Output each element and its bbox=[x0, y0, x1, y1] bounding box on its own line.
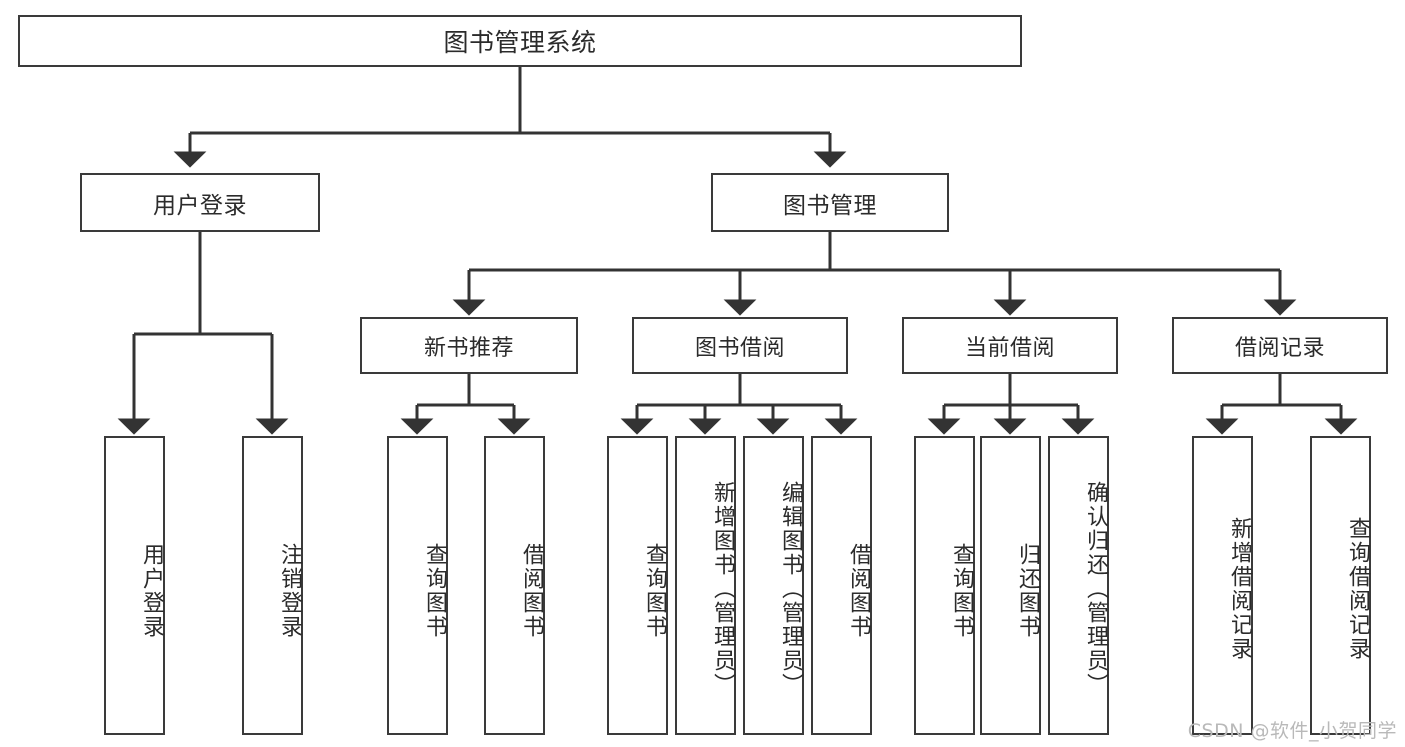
leaf-current-borrow-return[interactable]: 归还图书 bbox=[980, 436, 1041, 735]
leaf-new-book-borrow[interactable]: 借阅图书 bbox=[484, 436, 545, 735]
node-borrow-record[interactable]: 借阅记录 bbox=[1172, 317, 1388, 374]
leaf-current-borrow-confirm-return[interactable]: 确认归还（管理员） bbox=[1048, 436, 1109, 735]
leaf-borrow-record-query[interactable]: 查询借阅记录 bbox=[1310, 436, 1371, 735]
node-label: 新增图书（管理员） bbox=[710, 480, 735, 697]
leaf-new-book-query[interactable]: 查询图书 bbox=[387, 436, 448, 735]
leaf-user-login-login[interactable]: 用户登录 bbox=[104, 436, 165, 735]
node-label: 借阅图书 bbox=[846, 542, 871, 639]
leaf-book-borrow-edit[interactable]: 编辑图书（管理员） bbox=[743, 436, 804, 735]
node-label: 查询图书 bbox=[949, 542, 974, 639]
node-label: 新增借阅记录 bbox=[1227, 516, 1252, 661]
node-label: 新书推荐 bbox=[423, 335, 514, 361]
node-book-borrow[interactable]: 图书借阅 bbox=[632, 317, 848, 374]
node-book-management[interactable]: 图书管理 bbox=[711, 173, 949, 232]
node-current-borrow[interactable]: 当前借阅 bbox=[902, 317, 1118, 374]
leaf-borrow-record-add[interactable]: 新增借阅记录 bbox=[1192, 436, 1253, 735]
node-label: 图书管理系统 bbox=[443, 28, 597, 57]
node-label: 编辑图书（管理员） bbox=[778, 480, 803, 697]
leaf-book-borrow-query[interactable]: 查询图书 bbox=[607, 436, 668, 735]
leaf-user-login-logout[interactable]: 注销登录 bbox=[242, 436, 303, 735]
node-label: 用户登录 bbox=[153, 192, 247, 219]
node-label: 图书管理 bbox=[783, 192, 877, 219]
node-label: 查询图书 bbox=[422, 542, 447, 639]
node-label: 借阅图书 bbox=[519, 542, 544, 639]
leaf-book-borrow-borrow[interactable]: 借阅图书 bbox=[811, 436, 872, 735]
node-new-book-recommend[interactable]: 新书推荐 bbox=[360, 317, 578, 374]
node-label: 当前借阅 bbox=[964, 335, 1055, 361]
node-label: 查询图书 bbox=[642, 542, 667, 639]
node-label: 确认归还（管理员） bbox=[1083, 480, 1108, 697]
node-label: 借阅记录 bbox=[1234, 335, 1325, 361]
node-root-system[interactable]: 图书管理系统 bbox=[18, 15, 1022, 67]
node-label: 查询借阅记录 bbox=[1345, 516, 1370, 661]
leaf-book-borrow-add[interactable]: 新增图书（管理员） bbox=[675, 436, 736, 735]
node-label: 注销登录 bbox=[277, 542, 302, 639]
node-label: 归还图书 bbox=[1015, 542, 1040, 639]
node-label: 图书借阅 bbox=[694, 335, 785, 361]
node-label: 用户登录 bbox=[139, 542, 164, 639]
leaf-current-borrow-query[interactable]: 查询图书 bbox=[914, 436, 975, 735]
watermark-text: CSDN @软件_小贺同学 bbox=[1187, 720, 1397, 742]
node-user-login[interactable]: 用户登录 bbox=[80, 173, 320, 232]
